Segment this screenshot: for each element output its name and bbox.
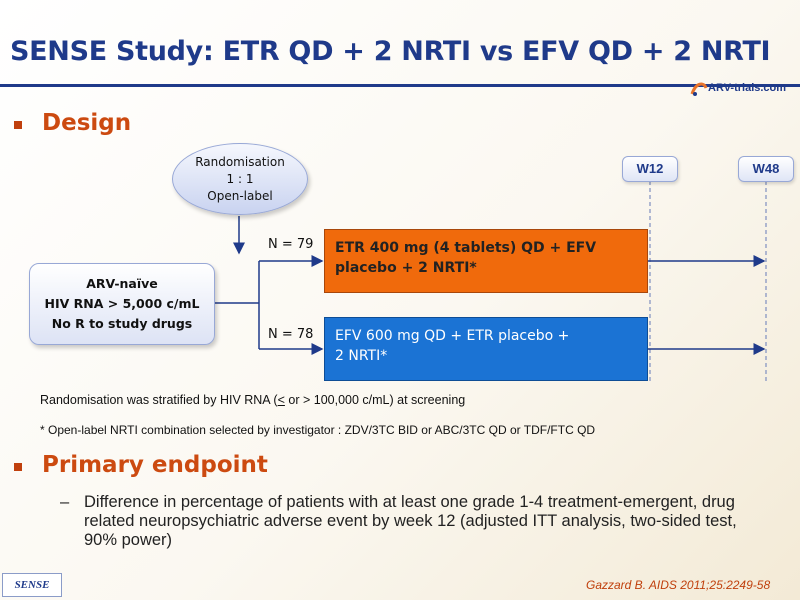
endpoint-heading: Primary endpoint — [42, 452, 268, 478]
endpoint-description: Difference in percentage of patients wit… — [84, 493, 737, 549]
sense-footer-tag: SENSE — [2, 573, 62, 597]
endpoint-dash: – — [60, 493, 70, 511]
logo-text: ARV-trials.com — [708, 82, 787, 94]
arm2-box: EFV 600 mg QD + ETR placebo + 2 NRTI* — [324, 317, 648, 381]
logo-swoosh-icon — [690, 82, 708, 96]
population-line-1: ARV-naïve — [86, 276, 158, 291]
arm1-line-1: ETR 400 mg (4 tablets) QD + EFV — [335, 240, 597, 256]
citation: Gazzard B. AIDS 2011;25:2249-58 — [586, 578, 771, 592]
week-12-label: W12 — [622, 156, 678, 182]
nrti-footnote: * Open-label NRTI combination selected b… — [40, 423, 596, 437]
arm2-line-2: 2 NRTI* — [335, 348, 388, 364]
stratification-note-symbol: < — [277, 393, 285, 407]
arv-trials-logo: ARV-trials.com — [690, 79, 792, 99]
population-line-2: HIV RNA > 5,000 c/mL — [44, 296, 200, 311]
population-line-3: No R to study drugs — [51, 316, 193, 331]
randomisation-ratio: 1 : 1 — [226, 171, 254, 186]
stratification-note: Randomisation was stratified by HIV RNA … — [40, 393, 465, 407]
arm1-box: ETR 400 mg (4 tablets) QD + EFV placebo … — [324, 229, 648, 293]
arm1-line-2: placebo + 2 NRTI* — [335, 260, 477, 276]
randomisation-bubble: Randomisation 1 : 1 Open-label — [172, 143, 308, 215]
week-48-label: W48 — [738, 156, 794, 182]
arm2-line-1: EFV 600 mg QD + ETR placebo + — [335, 328, 570, 344]
endpoint-bullet-icon — [14, 463, 22, 471]
arm2-n-label: N = 78 — [268, 327, 314, 342]
population-box: ARV-naïve HIV RNA > 5,000 c/mL No R to s… — [29, 263, 215, 345]
design-heading: Design — [42, 110, 132, 136]
randomisation-label: Open-label — [207, 188, 273, 203]
arm1-n-label: N = 79 — [268, 237, 314, 252]
stratification-note-start: Randomisation was stratified by HIV RNA … — [40, 393, 278, 407]
title-divider — [0, 84, 800, 87]
page-title: SENSE Study: ETR QD + 2 NRTI vs EFV QD +… — [10, 36, 771, 67]
randomisation-line: Randomisation — [195, 154, 285, 169]
design-bullet-icon — [14, 121, 22, 129]
stratification-note-end: or > 100,000 c/mL) at screening — [284, 393, 466, 407]
